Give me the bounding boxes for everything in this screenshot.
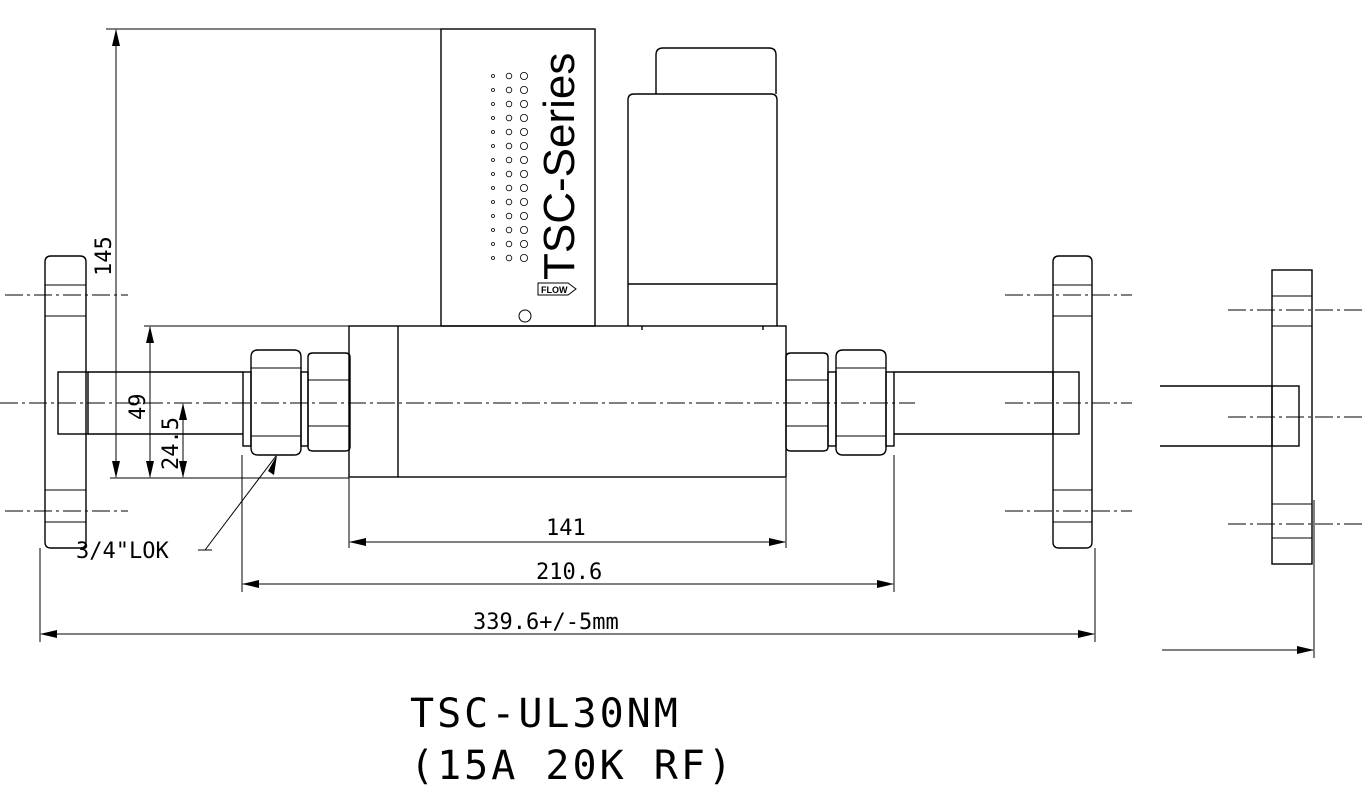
vent-dot bbox=[520, 239, 529, 248]
vent-dot bbox=[520, 127, 529, 136]
vent-dot bbox=[520, 114, 529, 123]
vent-dot bbox=[491, 116, 495, 120]
vent-dot bbox=[520, 86, 529, 95]
vent-dot bbox=[491, 200, 495, 204]
dimension-labels: 145 49 24.5 141 210.6 339.6+/-5mm 3/4"LO… bbox=[76, 236, 619, 635]
vent-dot bbox=[491, 74, 495, 78]
brand-label: TSC-Series bbox=[535, 53, 584, 280]
dimension-lines bbox=[40, 29, 1314, 654]
vent-dot bbox=[491, 214, 495, 218]
vent-dot bbox=[505, 198, 513, 206]
vent-dot bbox=[520, 72, 529, 81]
vent-dot bbox=[520, 197, 529, 206]
vent-dot bbox=[505, 254, 513, 262]
model-title: TSC-UL30NM (15A 20K RF) bbox=[410, 691, 735, 788]
vent-dot bbox=[505, 128, 513, 136]
vent-dot bbox=[505, 170, 513, 178]
vent-dot bbox=[491, 228, 495, 232]
vent-dot bbox=[491, 88, 495, 92]
right-fitting bbox=[785, 349, 895, 456]
vent-dot bbox=[505, 226, 513, 234]
vent-dot bbox=[505, 156, 513, 164]
extension-lines bbox=[39, 28, 1315, 658]
center-lines bbox=[0, 294, 1364, 525]
vent-dot bbox=[520, 211, 529, 220]
vent-dot bbox=[520, 155, 529, 164]
electronics-housing: TSC-Series FLOW bbox=[440, 28, 596, 327]
flow-label: FLOW bbox=[541, 285, 568, 295]
vent-dot bbox=[520, 225, 529, 234]
vent-dot bbox=[505, 184, 513, 192]
vent-dot-grid bbox=[491, 72, 529, 262]
vent-dot bbox=[520, 169, 529, 178]
vent-dot bbox=[491, 186, 495, 190]
valve-connector bbox=[627, 47, 778, 330]
vent-dot bbox=[491, 242, 495, 246]
dim-24-5: 24.5 bbox=[159, 417, 184, 470]
vent-dot bbox=[491, 130, 495, 134]
vent-dot bbox=[505, 240, 513, 248]
flow-arrow-icon: FLOW bbox=[537, 282, 577, 296]
dim-339-6: 339.6+/-5mm bbox=[473, 610, 619, 635]
vent-dot bbox=[505, 114, 513, 122]
vent-dot bbox=[491, 144, 495, 148]
right-flange bbox=[1052, 255, 1093, 549]
vent-dot bbox=[491, 256, 495, 260]
model-spec: (15A 20K RF) bbox=[410, 743, 735, 788]
vent-dot bbox=[505, 86, 513, 94]
dim-141: 141 bbox=[546, 516, 586, 541]
model-name: TSC-UL30NM bbox=[410, 691, 681, 737]
vent-dot bbox=[505, 100, 513, 108]
dim-145: 145 bbox=[92, 236, 117, 276]
vent-dot bbox=[520, 100, 529, 109]
vent-dot bbox=[505, 142, 513, 150]
flow-body bbox=[348, 325, 787, 478]
vent-dot bbox=[491, 102, 495, 106]
left-fitting bbox=[242, 349, 351, 456]
vent-dot bbox=[520, 141, 529, 150]
left-flange bbox=[44, 255, 89, 549]
vent-dot bbox=[491, 158, 495, 162]
indicator-led bbox=[518, 309, 532, 323]
dim-49: 49 bbox=[126, 394, 151, 421]
vent-dot bbox=[491, 172, 495, 176]
fitting-label: 3/4"LOK bbox=[76, 539, 169, 564]
vent-dot bbox=[505, 212, 513, 220]
vent-dot bbox=[505, 72, 513, 80]
dim-210-6: 210.6 bbox=[536, 560, 602, 585]
vent-dot bbox=[520, 183, 529, 192]
vent-dot bbox=[520, 253, 529, 262]
pipes bbox=[88, 371, 1272, 447]
